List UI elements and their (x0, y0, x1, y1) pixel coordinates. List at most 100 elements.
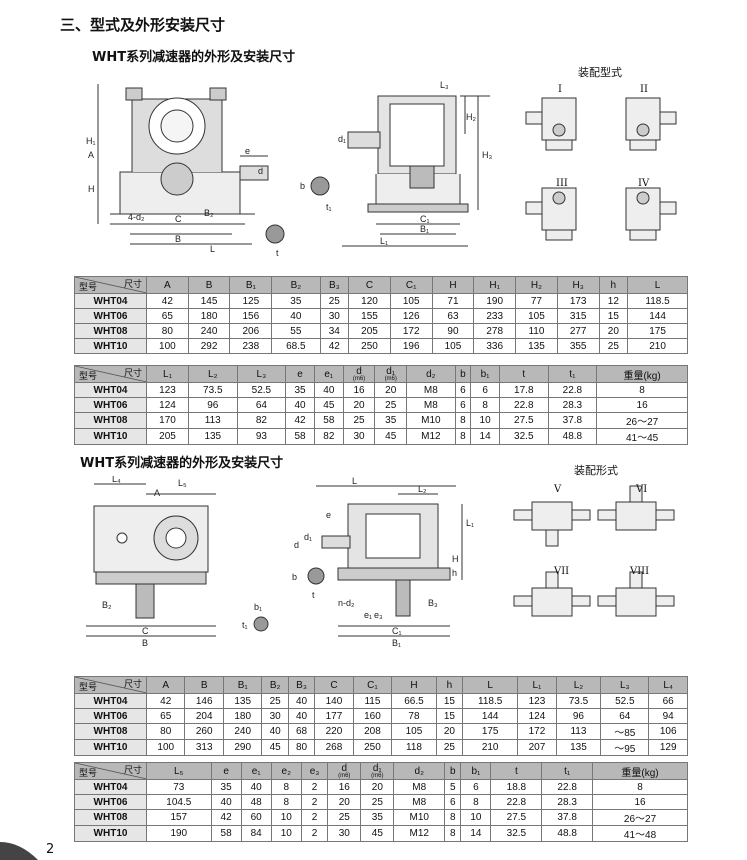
label2-C1: C₁ (392, 626, 402, 636)
table4-header-6: d₁(m6) (360, 762, 395, 780)
value-cell: 10 (270, 809, 302, 826)
assembly-label-8: VIII (630, 566, 650, 577)
label-4d2: 4-d₂ (128, 212, 145, 222)
value-cell: 80 (287, 739, 316, 756)
value-cell: 8 (596, 382, 688, 398)
value-cell: 315 (556, 308, 600, 324)
value-cell: M12 (393, 825, 446, 842)
table4-header-5: d(m6) (327, 762, 362, 780)
value-cell: 240 (222, 723, 263, 740)
table4-header-7: d₂ (393, 762, 446, 780)
section1-title: WHT系列减速器的外形及安装尺寸 (92, 50, 296, 65)
value-cell: 20 (327, 794, 362, 810)
table3-header-2: B₁ (222, 676, 263, 694)
table4-header-1: e (210, 762, 242, 780)
table1-header-1: B (187, 276, 231, 294)
value-cell: ～95 (600, 739, 650, 756)
value-cell: 16 (596, 397, 688, 413)
page-number: 2 (46, 842, 55, 857)
table3-header-4: B₃ (287, 676, 316, 694)
value-cell: 126 (389, 308, 433, 324)
value-cell: 123 (146, 382, 189, 398)
label-L: L (210, 244, 215, 254)
value-cell: 268 (314, 739, 354, 756)
value-cell: 35 (374, 412, 408, 429)
value-cell: 113 (555, 723, 602, 740)
value-cell: 82 (313, 428, 344, 445)
table3-header-5: C (314, 676, 354, 694)
value-cell: 238 (229, 338, 273, 354)
value-cell: 16 (342, 382, 376, 398)
main-heading: 三、型式及外形安装尺寸 (60, 16, 226, 34)
value-cell: 5 (444, 779, 462, 795)
table1-header-8: H₁ (473, 276, 517, 294)
value-cell: 210 (462, 739, 519, 756)
assembly-label-3: III (556, 178, 568, 189)
model-cell: WHT08 (74, 412, 147, 429)
value-cell: 8 (592, 779, 688, 795)
value-cell: 207 (517, 739, 557, 756)
value-cell: 25 (342, 412, 376, 429)
value-cell: 48.8 (541, 825, 594, 842)
value-cell: 25 (327, 809, 362, 826)
value-cell: 45 (261, 739, 289, 756)
label2-L2: L₂ (418, 484, 427, 494)
value-cell: 105 (389, 293, 433, 309)
table1-header-10: H₃ (556, 276, 600, 294)
model-cell: WHT10 (74, 825, 147, 842)
value-cell: 25 (360, 794, 395, 810)
label2-B3: B₃ (428, 598, 438, 608)
value-cell: 190 (146, 825, 212, 842)
value-cell: 73.5 (555, 693, 602, 709)
table3-header-0: A (145, 676, 186, 694)
value-cell: 58 (313, 412, 344, 429)
table4-header-2: e₁ (240, 762, 272, 780)
value-cell: 146 (184, 693, 224, 709)
label-B: B (175, 234, 181, 244)
value-cell: 93 (236, 428, 287, 445)
value-cell: 22.8 (498, 397, 549, 413)
assembly-label-4: IV (638, 178, 650, 189)
label2-C: C (142, 626, 149, 636)
value-cell: 25 (374, 397, 408, 413)
section1-drawing: H₁ A H 4-d₂ e d C B₂ B L b t₁ t d₁ L₃ H₂… (86, 80, 492, 258)
value-cell: 8 (470, 397, 500, 413)
value-cell: 41～45 (596, 428, 688, 445)
value-cell: 205 (146, 428, 189, 445)
label2-e: e (326, 510, 331, 520)
value-cell: 58 (285, 428, 315, 445)
value-cell: 55 (271, 323, 321, 339)
value-cell: 80 (145, 723, 186, 740)
table2-header-11: t₁ (547, 365, 598, 383)
value-cell: 180 (222, 708, 263, 724)
assembly-label-6: VI (636, 484, 648, 495)
assembly-label-2: II (640, 84, 648, 95)
value-cell: 336 (473, 338, 517, 354)
value-cell: 100 (146, 338, 189, 354)
value-cell: 105 (391, 723, 437, 740)
value-cell: 16 (592, 794, 688, 810)
value-cell: 206 (229, 323, 273, 339)
value-cell: 6 (444, 794, 462, 810)
model-cell: WHT10 (74, 338, 147, 354)
label2-L4: L₄ (112, 476, 121, 484)
table1-header-12: L (627, 276, 688, 294)
value-cell: 30 (327, 825, 362, 842)
label2-h: h (452, 568, 457, 578)
value-cell: 2 (300, 809, 329, 826)
value-cell: 292 (187, 338, 231, 354)
assembly-label-1: I (558, 84, 562, 95)
label2-t1: t₁ (242, 620, 248, 630)
value-cell: 210 (627, 338, 688, 354)
label-C: C (175, 214, 182, 224)
value-cell: 124 (146, 397, 189, 413)
label-A: A (88, 150, 94, 160)
value-cell: 14 (470, 428, 500, 445)
value-cell: 32.5 (498, 428, 549, 445)
assembly-label-5: V (554, 484, 562, 495)
